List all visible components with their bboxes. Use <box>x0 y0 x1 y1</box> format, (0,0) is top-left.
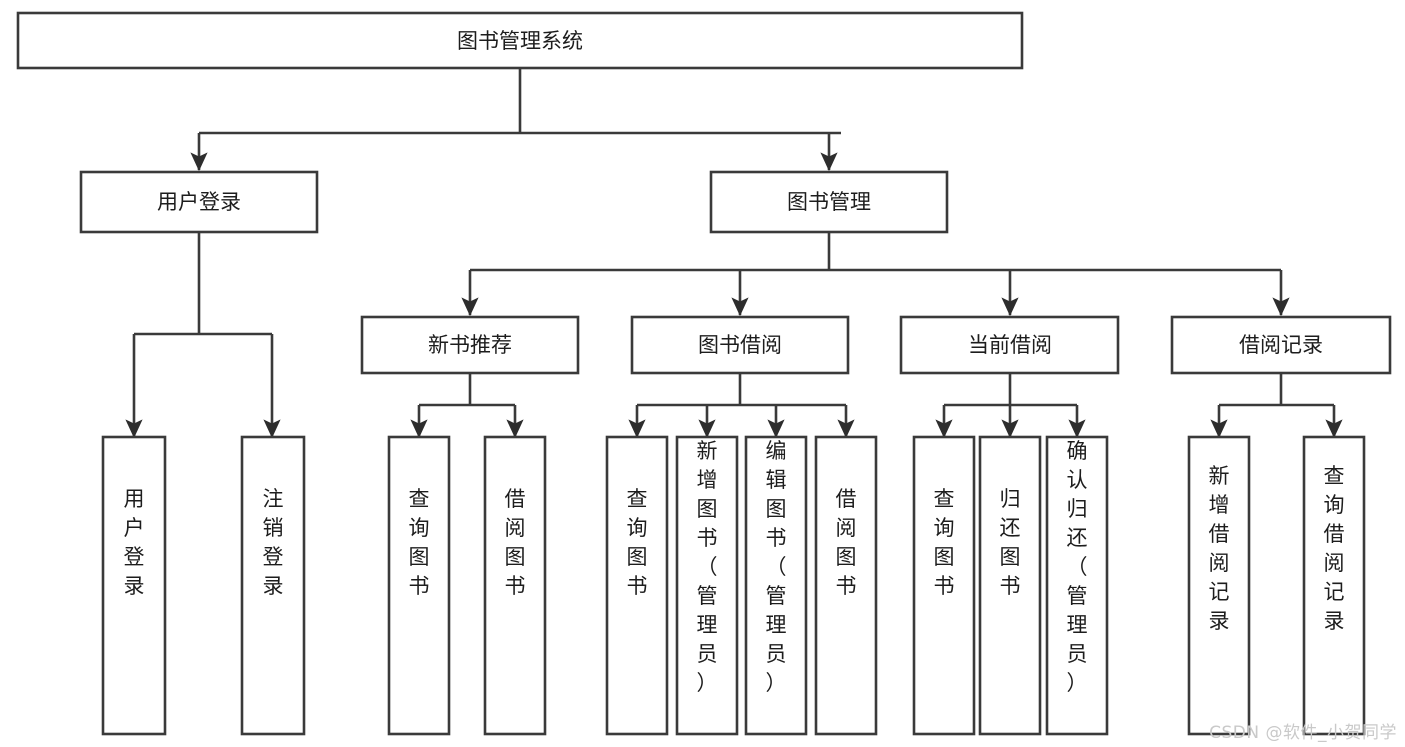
leaf-new-book-2-label: 借阅图书 <box>505 487 526 598</box>
leaf-user-login-1[interactable]: 用户登录 <box>101 435 167 736</box>
node-current-borrow-label: 当前借阅 <box>968 333 1052 357</box>
node-current-borrow-box[interactable] <box>899 315 1120 375</box>
edges-user-login-to-leaves <box>125 232 281 439</box>
csdn-watermark: CSDN @软件_小贺同学 <box>1209 723 1397 743</box>
node-root[interactable]: 图书管理系统 <box>16 11 1024 70</box>
node-user-login-box[interactable] <box>79 170 319 234</box>
leaf-new-book-2[interactable]: 借阅图书 <box>483 435 547 736</box>
leaf-current-borrow-3[interactable]: 确认归还（管理员） <box>1045 435 1109 736</box>
leaf-borrow-record-1-box[interactable] <box>1187 435 1251 736</box>
leaf-user-login-2-label: 注销登录 <box>263 487 284 598</box>
leaf-current-borrow-2[interactable]: 归还图书 <box>978 435 1042 736</box>
leaf-current-borrow-3-box[interactable] <box>1045 435 1109 736</box>
leaf-user-login-2[interactable]: 注销登录 <box>240 435 306 736</box>
leaf-borrow-record-2-box[interactable] <box>1302 435 1366 736</box>
node-borrow-record[interactable]: 借阅记录 <box>1170 315 1392 375</box>
leaf-current-borrow-1[interactable]: 查询图书 <box>912 435 976 736</box>
leaf-user-login-1-box[interactable] <box>101 435 167 736</box>
node-book-borrow[interactable]: 图书借阅 <box>630 315 850 375</box>
node-root-label: 图书管理系统 <box>457 29 583 53</box>
leaf-book-borrow-4-box[interactable] <box>814 435 878 736</box>
node-borrow-record-box[interactable] <box>1170 315 1392 375</box>
leaf-book-borrow-1-label: 查询图书 <box>627 487 648 598</box>
node-borrow-record-label: 借阅记录 <box>1239 333 1323 357</box>
leaf-book-borrow-2[interactable]: 新增图书（管理员） <box>675 435 739 736</box>
leaf-book-borrow-3-box[interactable] <box>744 435 808 736</box>
leaf-current-borrow-3-label: 确认归还（管理员） <box>1067 439 1088 695</box>
edges-new-book-to-leaves <box>410 373 524 439</box>
leaf-borrow-record-1-label: 新增借阅记录 <box>1209 464 1230 633</box>
node-book-borrow-box[interactable] <box>630 315 850 375</box>
leaf-book-borrow-1-box[interactable] <box>605 435 669 736</box>
edges-root-to-level2 <box>190 68 841 172</box>
leaf-current-borrow-1-box[interactable] <box>912 435 976 736</box>
node-book-management-box[interactable] <box>709 170 949 234</box>
leaf-book-borrow-4[interactable]: 借阅图书 <box>814 435 878 736</box>
node-book-management[interactable]: 图书管理 <box>709 170 949 234</box>
leaf-borrow-record-1[interactable]: 新增借阅记录 <box>1187 435 1251 736</box>
leaf-book-borrow-2-box[interactable] <box>675 435 739 736</box>
node-new-book-recommend-label: 新书推荐 <box>428 333 512 357</box>
leaf-book-borrow-3[interactable]: 编辑图书（管理员） <box>744 435 808 736</box>
node-new-book-recommend-box[interactable] <box>360 315 580 375</box>
node-book-management-label: 图书管理 <box>787 190 871 214</box>
node-book-borrow-label: 图书借阅 <box>698 333 782 357</box>
leaf-book-borrow-3-label: 编辑图书（管理员） <box>766 439 787 695</box>
leaf-current-borrow-2-label: 归还图书 <box>1000 487 1021 598</box>
leaf-current-borrow-1-label: 查询图书 <box>934 487 955 598</box>
node-current-borrow[interactable]: 当前借阅 <box>899 315 1120 375</box>
node-user-login-label: 用户登录 <box>157 190 241 214</box>
leaf-new-book-1-box[interactable] <box>387 435 451 736</box>
leaf-new-book-1-label: 查询图书 <box>409 487 430 598</box>
edges-current-borrow-to-leaves <box>935 373 1086 439</box>
edges-borrow-record-to-leaves <box>1210 373 1343 439</box>
leaf-book-borrow-1[interactable]: 查询图书 <box>605 435 669 736</box>
leaf-book-borrow-4-label: 借阅图书 <box>836 487 857 598</box>
edges-book-mgmt-to-level3 <box>461 232 1290 317</box>
leaf-borrow-record-2-label: 查询借阅记录 <box>1324 464 1345 633</box>
node-new-book-recommend[interactable]: 新书推荐 <box>360 315 580 375</box>
edges-book-borrow-to-leaves <box>628 373 855 439</box>
leaf-current-borrow-2-box[interactable] <box>978 435 1042 736</box>
leaf-new-book-1[interactable]: 查询图书 <box>387 435 451 736</box>
leaf-new-book-2-box[interactable] <box>483 435 547 736</box>
leaf-book-borrow-2-label: 新增图书（管理员） <box>697 439 718 695</box>
node-root-box[interactable] <box>16 11 1024 70</box>
leaf-borrow-record-2[interactable]: 查询借阅记录 <box>1302 435 1366 736</box>
leaf-user-login-1-label: 用户登录 <box>124 487 145 598</box>
node-user-login[interactable]: 用户登录 <box>79 170 319 234</box>
leaf-user-login-2-box[interactable] <box>240 435 306 736</box>
